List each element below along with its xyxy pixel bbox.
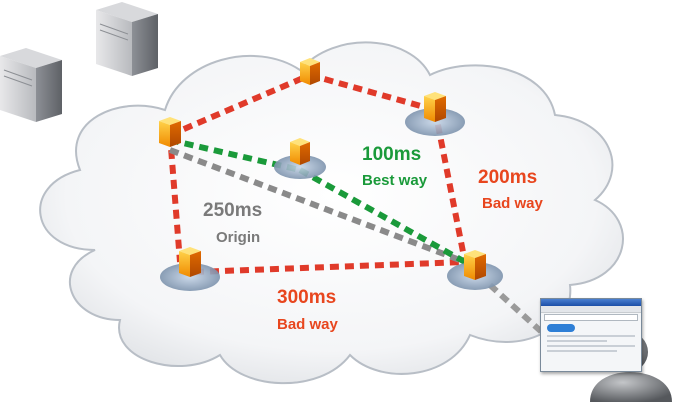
path-red <box>309 72 436 113</box>
edge-server-icon <box>274 138 326 179</box>
origin-time-label: 250ms <box>203 200 263 221</box>
edge-server-icon <box>447 250 503 290</box>
path-red <box>194 259 466 275</box>
path-red <box>167 134 183 263</box>
browser-window-icon <box>540 298 642 372</box>
bad-way-time-label: 300ms <box>277 287 337 308</box>
best-way-label: Best way <box>362 172 428 189</box>
path-grey-user <box>487 282 548 338</box>
bad-way-time-label: 200ms <box>478 167 538 188</box>
origin-server-icon <box>96 2 158 76</box>
edge-server-icon <box>300 58 320 85</box>
origin-server-icon <box>0 48 62 122</box>
path-lines <box>167 72 548 338</box>
edge-server-icon <box>405 92 465 136</box>
edge-server-icon <box>160 247 220 291</box>
path-grey <box>168 147 467 265</box>
path-green <box>298 167 467 265</box>
edge-server-icon <box>159 117 181 147</box>
path-red <box>168 72 312 138</box>
best-way-time-label: 100ms <box>362 144 422 165</box>
path-red <box>432 109 468 263</box>
origin-label: Origin <box>216 229 261 246</box>
bad-way-label: Bad way <box>482 195 543 212</box>
bad-way-label: Bad way <box>277 316 338 333</box>
